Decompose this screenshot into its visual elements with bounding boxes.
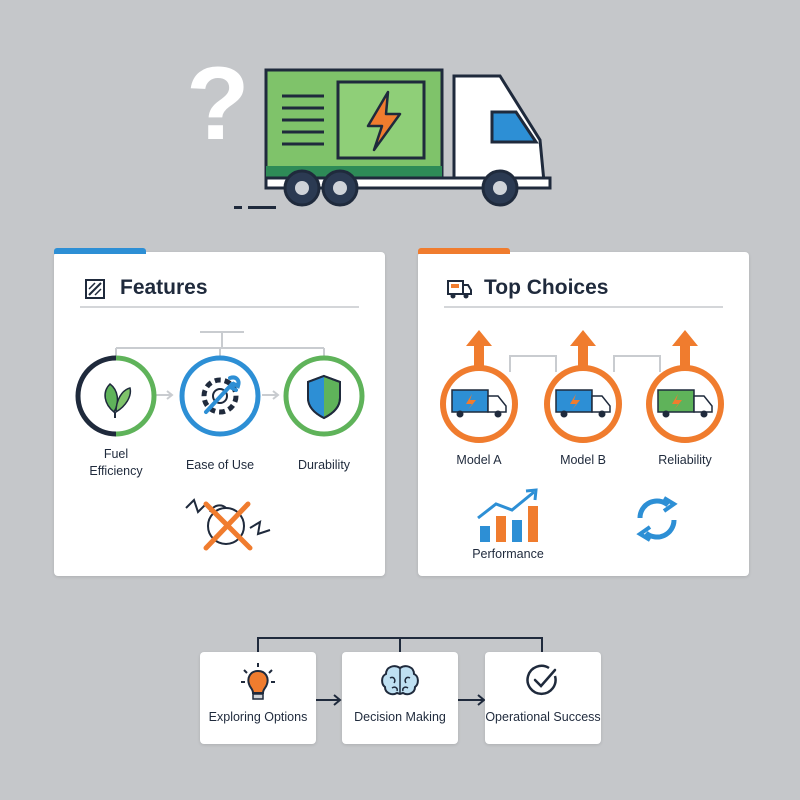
model-a-truck-icon	[440, 330, 518, 443]
crossed-out-warning-icon	[185, 498, 271, 551]
truck-small-icon	[447, 280, 472, 299]
feature-label-line: Efficiency	[89, 464, 143, 478]
feature-label-durability: Durability	[297, 458, 351, 472]
feature-label-ease-of-use: Ease of Use	[185, 458, 255, 472]
gear-wrench-icon	[179, 355, 261, 437]
lightning-icon	[366, 90, 402, 152]
refresh-cycle-icon	[636, 496, 678, 542]
leaf-icon	[75, 355, 157, 437]
choice-label-reliability: Reliability	[658, 453, 712, 467]
performance-chart-icon	[477, 488, 538, 542]
top-choices-panel: Top Choices Model A Model B Reliability	[418, 248, 749, 576]
electric-truck-illustration	[234, 68, 552, 209]
features-connectors	[115, 331, 325, 400]
process-label: Decision Making	[354, 710, 446, 724]
feature-label-fuel-efficiency: Fuel Efficiency	[66, 446, 166, 480]
feature-label-line: Fuel	[103, 447, 129, 461]
cargo-lines-icon	[282, 94, 324, 146]
checkmark-icon	[526, 664, 557, 696]
features-divider	[80, 306, 359, 308]
wheel	[321, 169, 359, 207]
process-step-exploring-options: Exploring Options	[200, 652, 316, 744]
motion-line	[234, 206, 242, 209]
lightbulb-icon	[241, 663, 275, 700]
wheel	[481, 169, 519, 207]
top-choices-connectors	[509, 355, 661, 372]
process-step-decision-making: Decision Making	[342, 652, 458, 744]
reliability-truck-icon	[646, 330, 724, 443]
chassis	[264, 176, 552, 190]
top-choices-accent-bar	[418, 248, 510, 254]
features-panel: Features Fuel Efficiency Ease of Use	[54, 248, 385, 576]
top-choices-divider	[444, 306, 723, 308]
process-label: Exploring Options	[208, 710, 308, 724]
edit-icon	[85, 279, 105, 299]
choice-label-model-b: Model B	[560, 453, 606, 467]
choice-label-model-a: Model A	[456, 453, 502, 467]
question-mark: ?	[186, 46, 250, 162]
features-title: Features	[120, 276, 208, 299]
wheel	[283, 169, 321, 207]
features-accent-bar	[54, 248, 146, 254]
cab-window	[490, 110, 539, 144]
motion-line	[248, 206, 276, 209]
top-choices-title: Top Choices	[484, 276, 609, 299]
process-connectors	[257, 637, 543, 706]
shield-icon	[283, 355, 365, 437]
process-step-operational-success: Operational Success	[485, 652, 601, 744]
model-b-truck-icon	[544, 330, 622, 443]
process-label: Operational Success	[485, 710, 601, 724]
brain-icon	[381, 665, 419, 696]
performance-label: Performance	[472, 547, 544, 561]
